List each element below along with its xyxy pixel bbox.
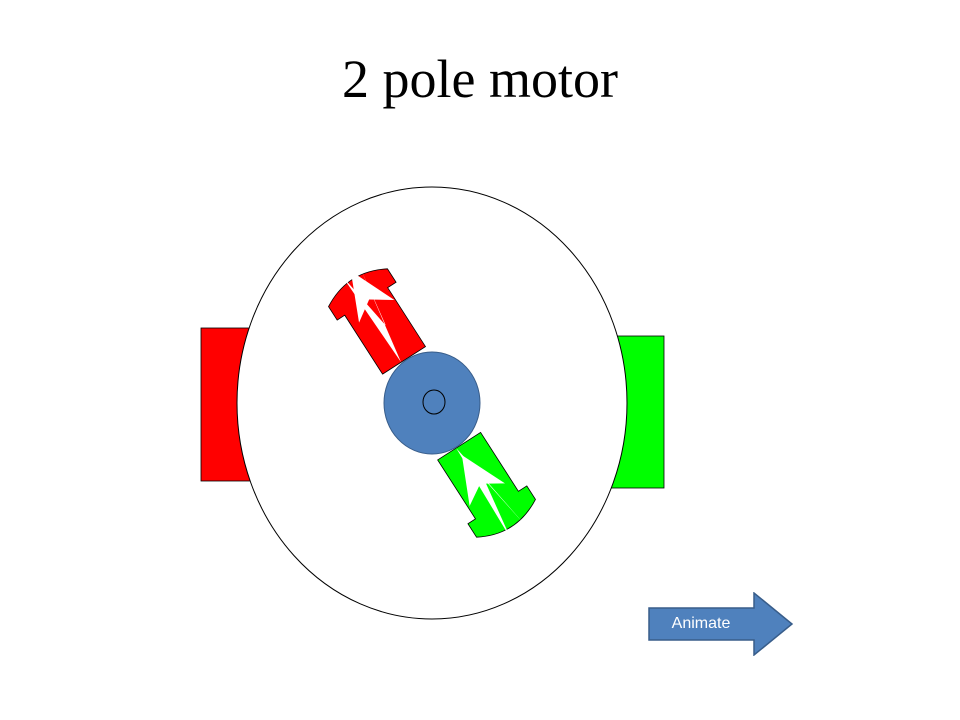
rotor-north-pole-arrowhead <box>350 270 395 323</box>
right-arrow-icon <box>648 592 794 656</box>
rotor-north-pole-arrow <box>342 265 402 363</box>
animate-button[interactable]: Animate <box>648 592 794 656</box>
rotor-south-pole <box>437 431 536 539</box>
rotor-axle <box>422 389 446 415</box>
rotor-south-pole-arrowhead <box>461 455 505 507</box>
slide-title: 2 pole motor <box>342 49 618 109</box>
rotor-north-pole <box>328 265 427 375</box>
rotor-shaft <box>383 351 481 455</box>
